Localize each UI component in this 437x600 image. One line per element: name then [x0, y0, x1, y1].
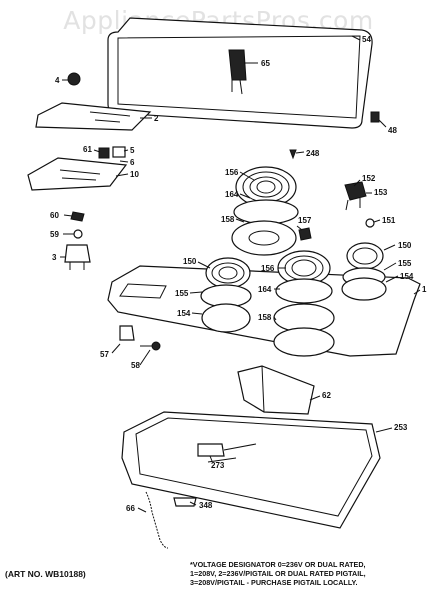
part-label-48: 48 — [388, 126, 397, 135]
bracket-57-screw-58 — [119, 325, 161, 351]
part-label-10: 10 — [130, 170, 139, 179]
part-label-157: 157 — [298, 216, 312, 225]
voltage-note-line: 1=208V, 2=236V/PIGTAIL OR DUAL RATED PIG… — [190, 569, 366, 578]
part-label-150-right: 150 — [398, 241, 412, 250]
pigtail-66 — [145, 491, 169, 549]
part-label-62: 62 — [322, 391, 331, 400]
surface-unit-right — [341, 242, 387, 301]
leader-lines — [60, 35, 421, 513]
voltage-note-line: *VOLTAGE DESIGNATOR 0=236V OR DUAL RATED… — [190, 560, 366, 569]
screw-248 — [289, 149, 297, 160]
part-label-164-top: 164 — [225, 190, 239, 199]
part-label-154-left: 154 — [177, 309, 191, 318]
clips-157-151 — [298, 218, 375, 241]
part-label-348: 348 — [199, 501, 213, 510]
part-label-151: 151 — [382, 216, 396, 225]
burner-box-253 — [121, 411, 381, 529]
part-label-58: 58 — [131, 361, 140, 370]
part-label-153: 153 — [374, 188, 388, 197]
control-panel — [35, 102, 152, 131]
switch-parts — [98, 146, 126, 159]
part-label-158-top: 158 — [221, 215, 235, 224]
surface-unit-large-back — [231, 166, 299, 256]
part-label-155-right: 155 — [398, 259, 412, 268]
part-label-156-center: 156 — [261, 264, 275, 273]
surface-unit-left — [200, 257, 252, 333]
part-label-2: 2 — [154, 114, 159, 123]
bracket-348 — [173, 497, 197, 507]
part-label-158-center: 158 — [258, 313, 272, 322]
part-label-6: 6 — [130, 158, 135, 167]
part-label-155-left: 155 — [175, 289, 189, 298]
bracket-65 — [228, 49, 247, 95]
part-label-59: 59 — [50, 230, 59, 239]
part-label-66: 66 — [126, 504, 135, 513]
part-label-150-left: 150 — [183, 257, 197, 266]
part-label-65: 65 — [261, 59, 270, 68]
part-label-60: 60 — [50, 211, 59, 220]
heat-shield-62 — [237, 365, 315, 415]
part-label-1: 1 — [422, 285, 427, 294]
terminal-block-273 — [197, 443, 225, 457]
knob-4 — [67, 72, 81, 86]
voltage-note: *VOLTAGE DESIGNATOR 0=236V OR DUAL RATED… — [190, 560, 435, 587]
part-label-54: 54 — [362, 35, 371, 44]
infinite-switch-group — [64, 211, 91, 270]
switch-plate-10 — [27, 157, 128, 191]
part-label-4: 4 — [55, 76, 60, 85]
clip-48 — [370, 111, 380, 123]
part-label-61: 61 — [83, 145, 92, 154]
part-label-273: 273 — [211, 461, 225, 470]
part-label-3: 3 — [52, 253, 57, 262]
part-label-5: 5 — [130, 146, 135, 155]
terminal-block-152 — [344, 181, 367, 211]
part-label-152: 152 — [362, 174, 376, 183]
art-number: (ART NO. WB10188) — [5, 569, 86, 579]
part-label-248: 248 — [306, 149, 320, 158]
part-label-253: 253 — [394, 423, 408, 432]
voltage-note-line: 3=208V/PIGTAIL - PURCHASE PIGTAIL LOCALL… — [190, 578, 358, 587]
part-label-154-right: 154 — [400, 272, 414, 281]
surface-unit-center — [273, 250, 335, 357]
part-label-156-top: 156 — [225, 168, 239, 177]
part-label-57: 57 — [100, 350, 109, 359]
part-label-164-center: 164 — [258, 285, 272, 294]
